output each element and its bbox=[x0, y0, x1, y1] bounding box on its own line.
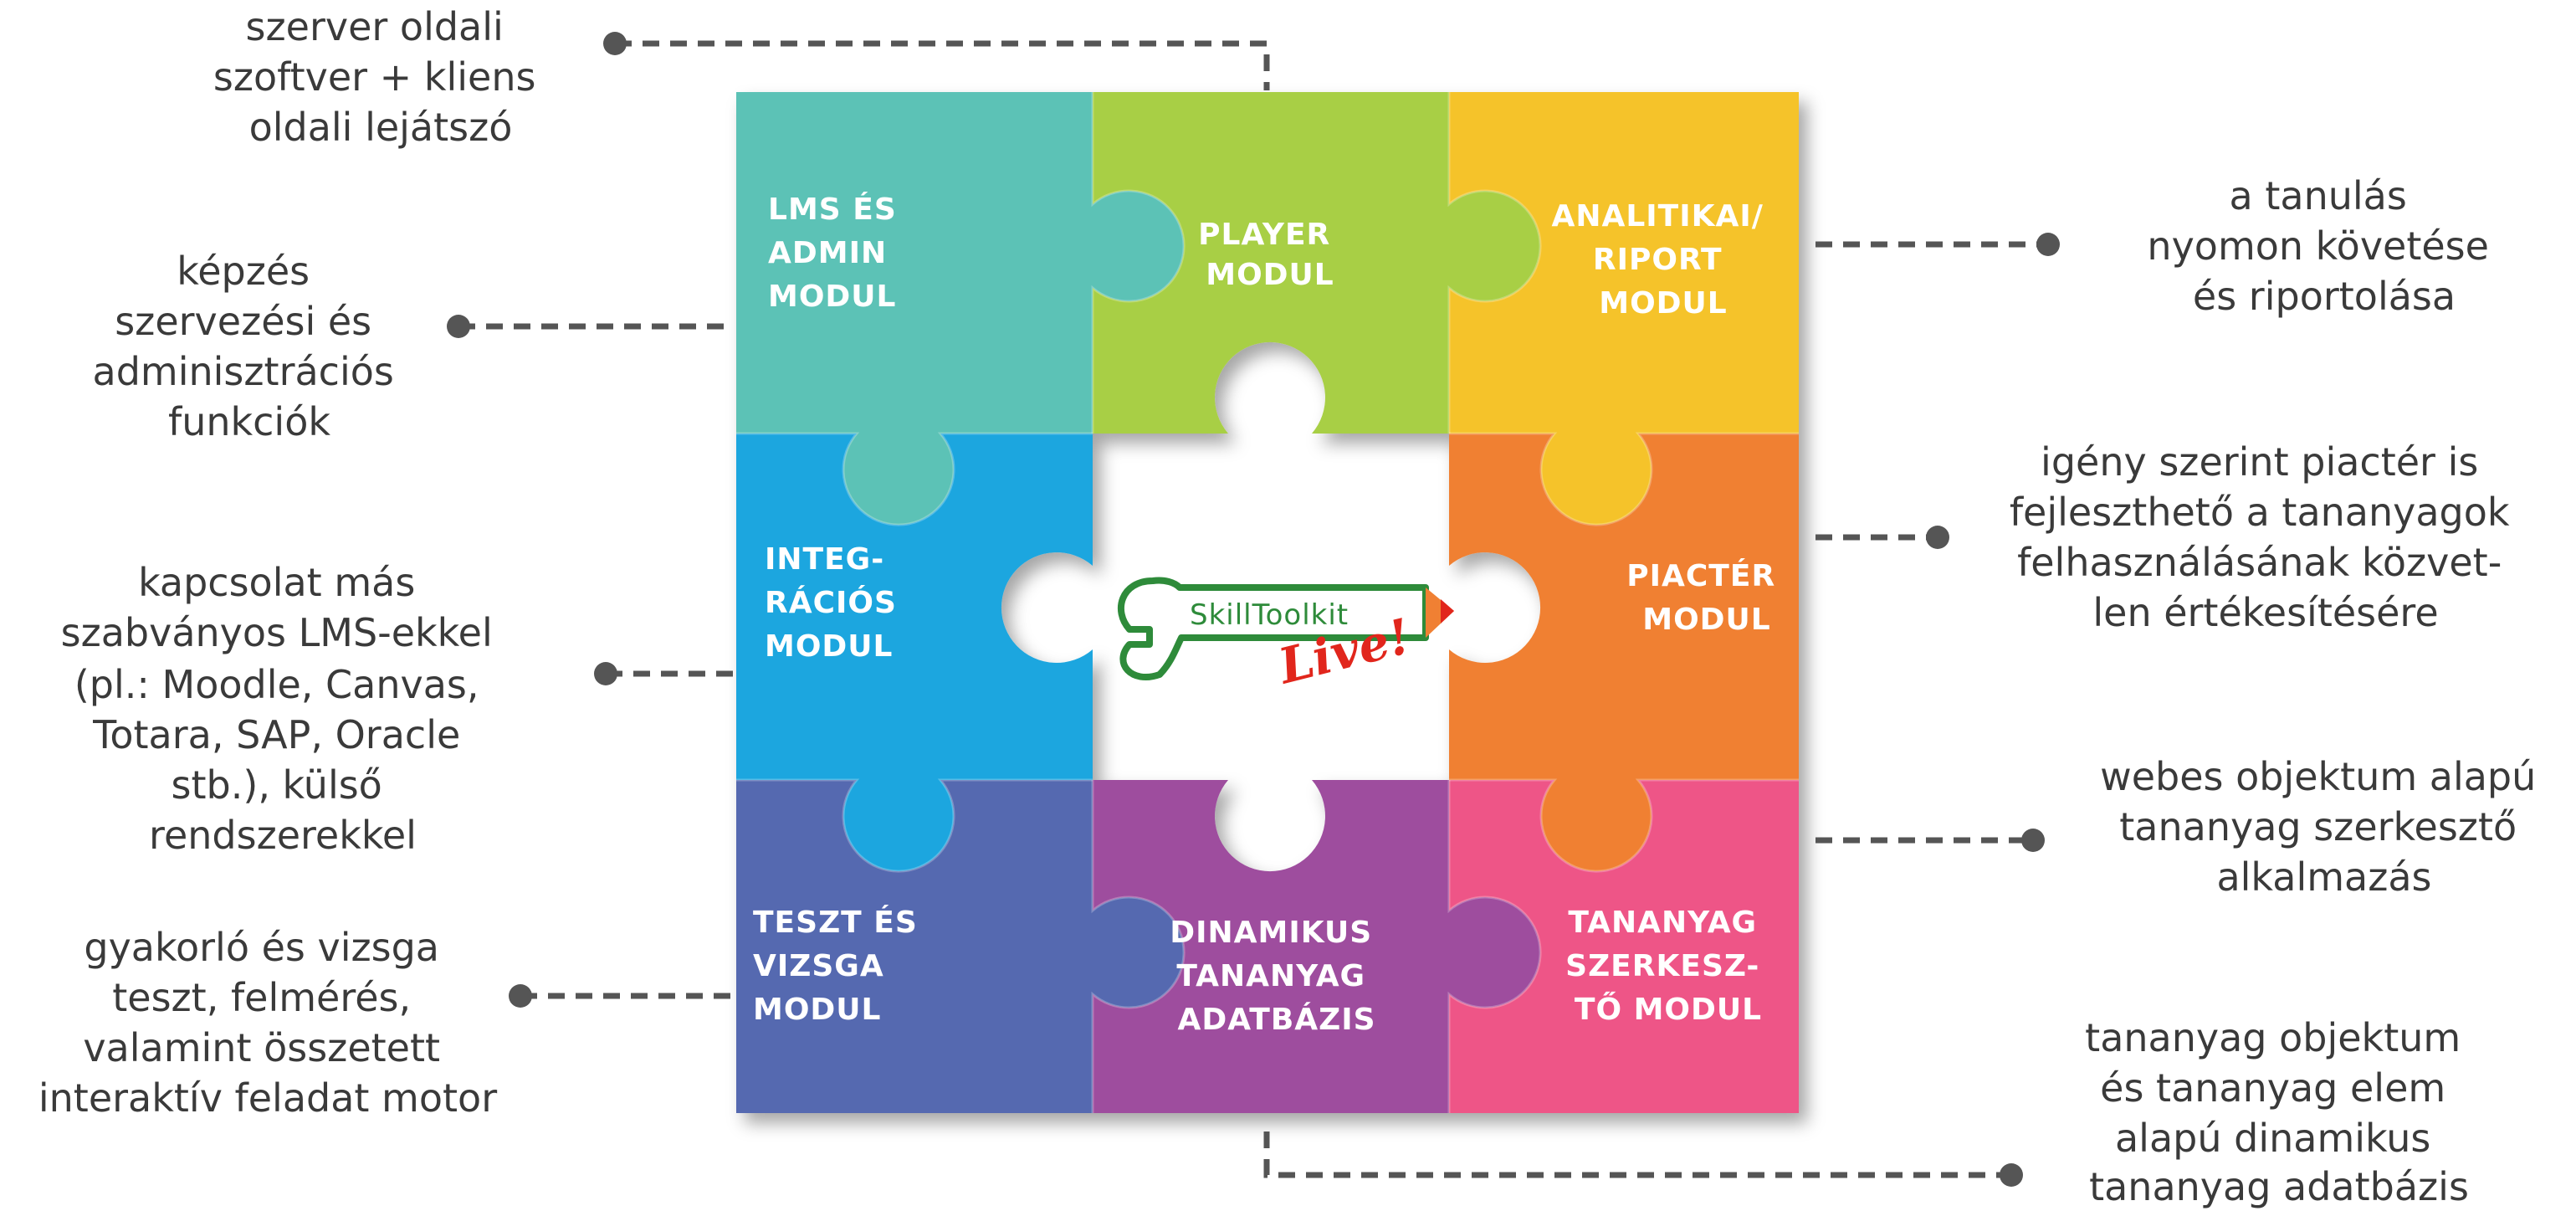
note-line: adminisztrációs bbox=[93, 349, 394, 394]
piece-analytics bbox=[1449, 92, 1799, 526]
piece-label-line: DINAMIKUS bbox=[1170, 916, 1372, 950]
piece-integration bbox=[736, 434, 1093, 872]
note-line: len értékesítésére bbox=[2092, 590, 2438, 635]
leader-lines bbox=[447, 32, 2060, 1187]
note-line: funkciók bbox=[168, 399, 330, 444]
piece-label-line: TANANYAG bbox=[1568, 906, 1757, 940]
leader-dot-analytics bbox=[2036, 233, 2060, 256]
pencil-tip-icon bbox=[1426, 588, 1454, 638]
note-line: felhasználásának közvet- bbox=[2017, 540, 2502, 585]
piece-label-test: TESZT ÉS VIZSGA MODUL bbox=[753, 905, 929, 1027]
note-line: gyakorló és vizsga bbox=[84, 925, 439, 970]
piece-label-line: SZERKESZ- bbox=[1565, 949, 1759, 983]
note-line: szabványos LMS-ekkel bbox=[61, 610, 493, 655]
note-line: valamint összetett bbox=[83, 1025, 440, 1070]
piece-test bbox=[736, 780, 1185, 1113]
piece-label-line: MODUL bbox=[765, 629, 893, 664]
note-line: szerver oldali bbox=[246, 4, 504, 49]
piece-label-lms: LMS ÉS ADMIN MODUL bbox=[768, 192, 908, 314]
pencil-lead-icon bbox=[1441, 599, 1454, 623]
note-database: tananyag objektum és tananyag elem alapú… bbox=[2085, 1015, 2473, 1209]
piece-label-database: DINAMIKUS TANANYAG ADATBÁZIS bbox=[1170, 916, 1383, 1037]
piece-label-marketplace: PIACTÉR MODUL bbox=[1626, 558, 1786, 637]
note-line: a tanulás bbox=[2230, 173, 2407, 218]
piece-label-line: ADATBÁZIS bbox=[1177, 1002, 1375, 1037]
piece-lms bbox=[736, 92, 1185, 526]
piece-marketplace bbox=[1449, 434, 1799, 872]
piece-label-line: VIZSGA bbox=[753, 949, 884, 983]
note-line: és tananyag elem bbox=[2100, 1065, 2445, 1111]
note-line: tananyag szerkesztő bbox=[2119, 804, 2517, 849]
piece-label-line: MODUL bbox=[753, 993, 881, 1027]
leader-dot-marketplace bbox=[1926, 526, 1949, 549]
piece-label-line: LMS ÉS bbox=[768, 192, 897, 227]
note-line: kapcsolat más bbox=[138, 560, 415, 605]
puzzle-grid bbox=[736, 92, 1799, 1113]
piece-label-editor: TANANYAG SZERKESZ- TŐ MODUL bbox=[1565, 906, 1771, 1027]
leader-dot-integration bbox=[594, 662, 617, 685]
note-line: oldali lejátszó bbox=[249, 105, 513, 150]
leader-dot-lms bbox=[447, 315, 470, 338]
note-line: teszt, felmérés, bbox=[112, 975, 411, 1020]
piece-database bbox=[1093, 780, 1541, 1113]
piece-label-line: INTEG- bbox=[765, 542, 884, 577]
note-line: szoftver + kliens bbox=[213, 54, 536, 100]
note-line: alapú dinamikus bbox=[2115, 1116, 2430, 1161]
piece-label-line: TANANYAG bbox=[1176, 959, 1365, 993]
piece-label-player: PLAYER MODUL bbox=[1198, 218, 1342, 292]
leader-dot-player bbox=[603, 32, 627, 55]
note-line: stb.), külső bbox=[172, 762, 382, 808]
piece-label-line: PIACTÉR bbox=[1626, 558, 1775, 593]
piece-label-line: ADMIN bbox=[768, 236, 887, 270]
note-line: alkalmazás bbox=[2216, 854, 2431, 900]
note-line: tananyag objektum bbox=[2085, 1015, 2461, 1060]
note-line: képzés bbox=[177, 249, 310, 294]
logo-name: SkillToolkit bbox=[1190, 598, 1349, 632]
piece-label-line: MODUL bbox=[1206, 258, 1334, 292]
piece-label-analytics: ANALITIKAI/ RIPORT MODUL bbox=[1552, 199, 1775, 321]
leader-dot-database bbox=[2000, 1163, 2023, 1187]
piece-label-line: TESZT ÉS bbox=[753, 905, 918, 940]
note-editor: webes objektum alapú tananyag szerkesztő… bbox=[2100, 754, 2548, 900]
leader-player bbox=[615, 40, 1270, 90]
note-line: nyomon követése bbox=[2147, 223, 2489, 269]
note-line: fejleszthető a tananyagok bbox=[2010, 490, 2510, 535]
piece-player bbox=[1093, 92, 1541, 434]
piece-label-line: PLAYER bbox=[1198, 218, 1330, 252]
leader-database bbox=[1263, 1131, 2011, 1178]
note-line: interaktív feladat motor bbox=[38, 1075, 497, 1121]
note-player: szerver oldali szoftver + kliens oldali … bbox=[213, 4, 548, 150]
note-line: tananyag adatbázis bbox=[2089, 1164, 2469, 1209]
piece-label-integration: INTEG- RÁCIÓS MODUL bbox=[765, 542, 908, 664]
note-line: szervezési és bbox=[115, 299, 371, 344]
note-integration: kapcsolat más szabványos LMS-ekkel (pl.:… bbox=[61, 560, 505, 858]
wrench-icon bbox=[1117, 577, 1429, 680]
note-marketplace: igény szerint piactér is fejleszthető a … bbox=[2010, 439, 2522, 635]
piece-editor bbox=[1449, 780, 1799, 1113]
piece-label-line: RIPORT bbox=[1593, 243, 1723, 277]
piece-label-line: MODUL bbox=[1599, 286, 1727, 321]
note-analytics: a tanulás nyomon követése és riportolása bbox=[2147, 173, 2501, 319]
piece-label-line: MODUL bbox=[768, 280, 896, 314]
leader-dot-test bbox=[509, 984, 532, 1008]
note-test: gyakorló és vizsga teszt, felmérés, vala… bbox=[38, 925, 497, 1121]
note-line: Totara, SAP, Oracle bbox=[92, 712, 460, 757]
note-lms: képzés szervezési és adminisztrációs fun… bbox=[93, 249, 407, 444]
piece-label-line: RÁCIÓS bbox=[765, 585, 897, 620]
piece-label-line: TŐ MODUL bbox=[1575, 992, 1762, 1027]
note-line: igény szerint piactér is bbox=[2041, 439, 2478, 485]
skilltoolkit-logo: SkillToolkit Live! bbox=[1117, 577, 1454, 695]
note-line: és riportolása bbox=[2193, 274, 2456, 319]
piece-label-line: ANALITIKAI/ bbox=[1552, 199, 1764, 233]
note-line: webes objektum alapú bbox=[2100, 754, 2536, 799]
note-line: rendszerekkel bbox=[149, 813, 417, 858]
note-line: (pl.: Moodle, Canvas, bbox=[74, 662, 479, 707]
piece-seams bbox=[736, 92, 1799, 1113]
piece-label-line: MODUL bbox=[1642, 603, 1770, 637]
leader-dot-editor bbox=[2021, 829, 2045, 852]
